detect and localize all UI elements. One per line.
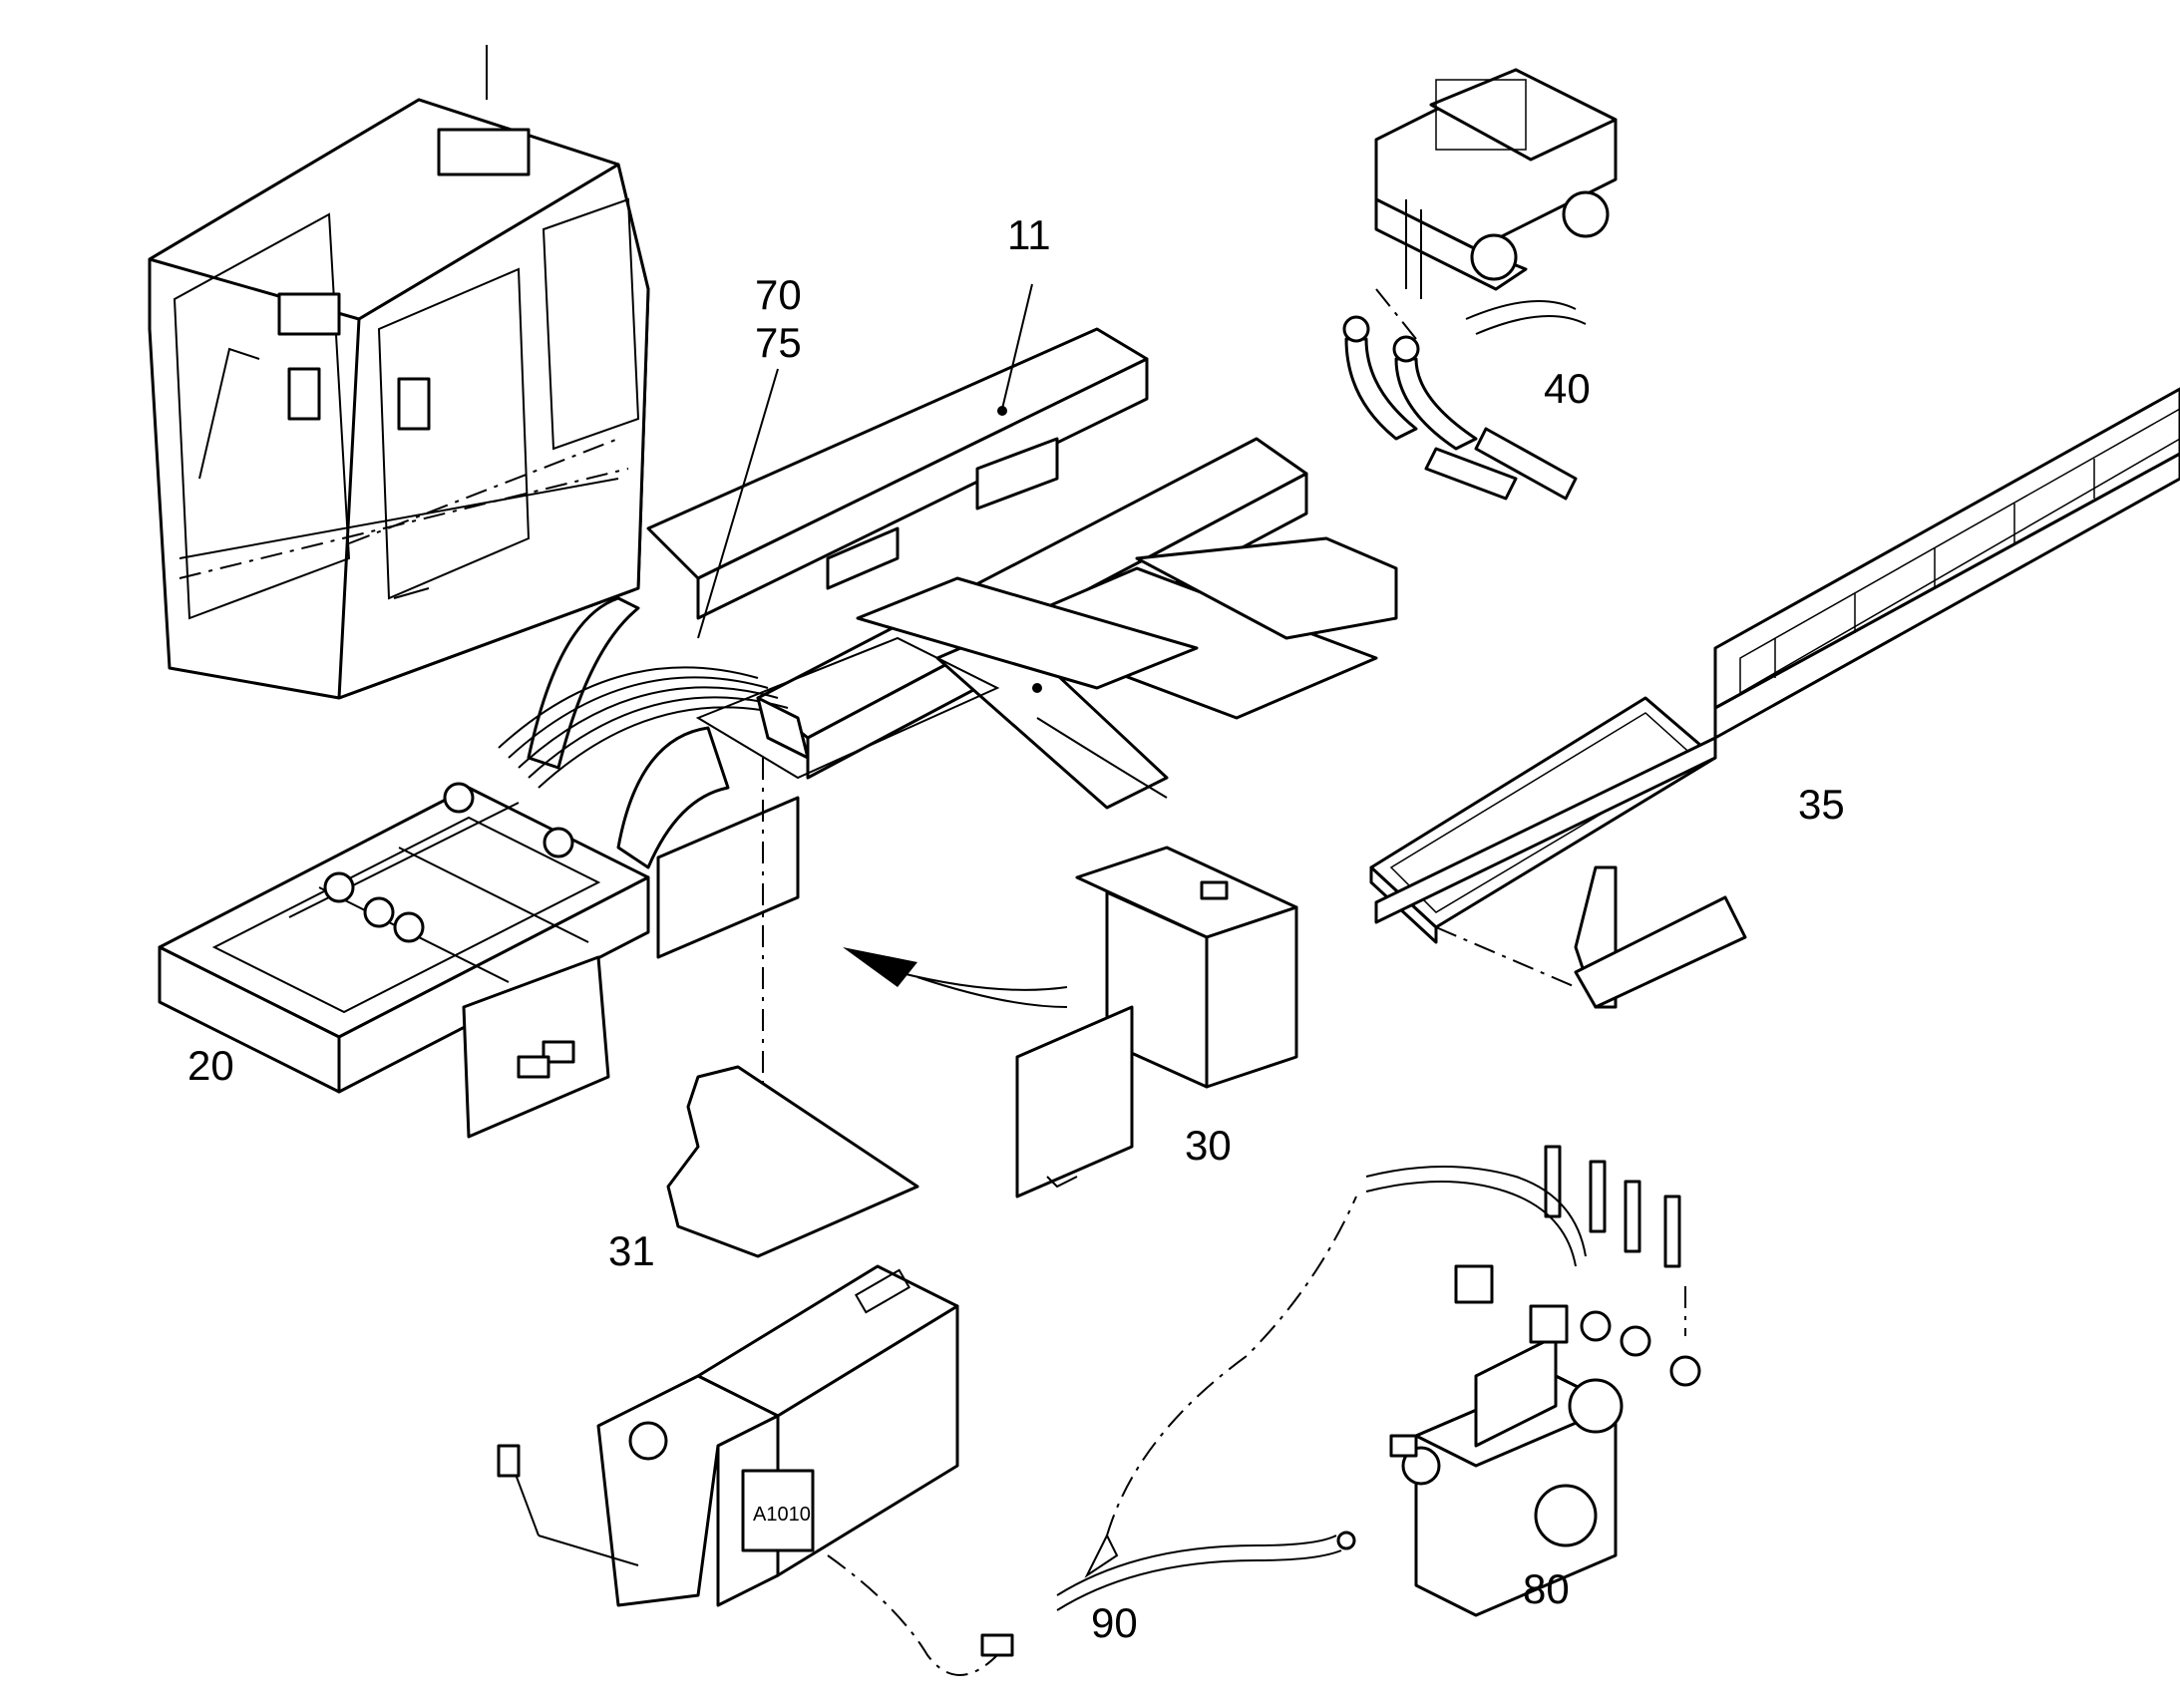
callout-70: 70 bbox=[755, 271, 802, 318]
callout-31: 31 bbox=[608, 1227, 655, 1274]
module-marking: A1010 bbox=[753, 1504, 811, 1526]
operator-cab bbox=[148, 45, 650, 700]
callout-20: 20 bbox=[187, 1042, 234, 1089]
valve-block bbox=[1365, 1145, 1701, 1617]
callout-80: 80 bbox=[1523, 1565, 1570, 1612]
floor-plate bbox=[666, 1065, 919, 1258]
direction-arrow bbox=[843, 947, 1068, 1008]
callout-75: 75 bbox=[755, 319, 802, 366]
callout-35: 35 bbox=[1798, 781, 1845, 828]
seat-platform bbox=[158, 782, 650, 1139]
seat-support-bracket bbox=[498, 596, 810, 1127]
callout-11: 11 bbox=[1007, 211, 1051, 258]
walkway-grating bbox=[1369, 387, 2180, 1009]
callout-labels: 11 70 75 40 35 20 30 31 80 90 bbox=[187, 211, 1845, 1646]
callout-30: 30 bbox=[1185, 1122, 1232, 1169]
heater-unit bbox=[1342, 68, 1618, 501]
leader-lines bbox=[697, 283, 1033, 639]
wiring-harness bbox=[980, 1196, 1357, 1657]
cover-panels bbox=[1015, 846, 1298, 1198]
control-console: A1010 bbox=[497, 1264, 998, 1676]
main-frame bbox=[646, 327, 1398, 810]
callout-90: 90 bbox=[1091, 1599, 1138, 1646]
callout-40: 40 bbox=[1544, 365, 1591, 412]
